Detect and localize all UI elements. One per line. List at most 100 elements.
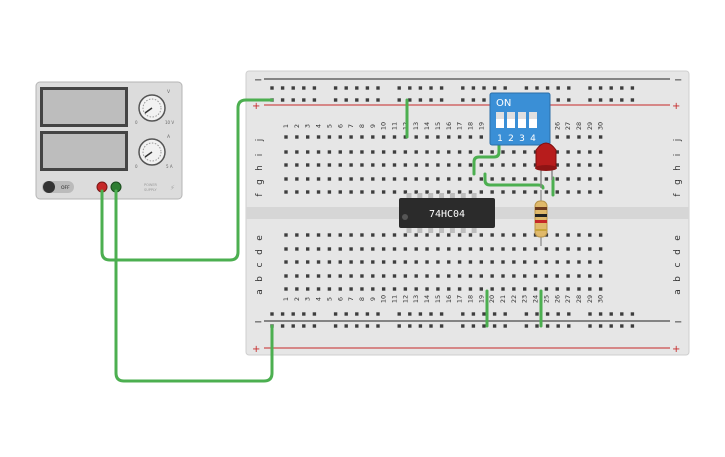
wire-negative-to-bottom-rail[interactable]: [114, 189, 274, 383]
dip-lever-1[interactable]: [496, 112, 504, 128]
bottom-rail-plus-hole[interactable]: [408, 324, 412, 328]
hole-e8[interactable]: [360, 233, 364, 237]
hole-g23[interactable]: [523, 177, 527, 181]
hole-e28[interactable]: [577, 233, 581, 237]
hole-e13[interactable]: [414, 233, 418, 237]
top-rail-plus-hole[interactable]: [620, 98, 624, 102]
resistor-body[interactable]: [534, 200, 548, 238]
hole-b10[interactable]: [381, 274, 386, 278]
top-rail-plus-hole[interactable]: [429, 98, 433, 102]
bottom-rail-minus-hole[interactable]: [376, 312, 380, 316]
hole-f30[interactable]: [598, 190, 603, 194]
hole-j14[interactable]: [425, 135, 429, 139]
bottom-rail-minus-hole[interactable]: [365, 312, 370, 316]
hole-b7[interactable]: [349, 274, 353, 278]
bottom-rail-minus-hole[interactable]: [312, 312, 317, 316]
top-rail-plus-hole[interactable]: [418, 98, 423, 102]
top-rail-minus-hole[interactable]: [620, 86, 624, 90]
bottom-rail-plus-hole[interactable]: [535, 324, 539, 328]
hole-b23[interactable]: [523, 274, 527, 278]
hole-i5[interactable]: [327, 150, 332, 154]
bottom-rail-minus-hole[interactable]: [439, 312, 444, 316]
hole-c17[interactable]: [457, 260, 462, 264]
hole-d10[interactable]: [381, 247, 386, 251]
hole-g22[interactable]: [512, 177, 516, 181]
hole-d6[interactable]: [338, 247, 342, 251]
hole-b26[interactable]: [555, 274, 559, 278]
hole-b4[interactable]: [316, 274, 321, 278]
hole-h19[interactable]: [479, 163, 483, 167]
hole-a23[interactable]: [523, 287, 527, 291]
hole-a3[interactable]: [306, 287, 310, 291]
hole-a29[interactable]: [588, 287, 592, 291]
bottom-rail-plus-hole[interactable]: [461, 324, 465, 328]
hole-j13[interactable]: [414, 135, 418, 139]
top-rail-minus-hole[interactable]: [461, 86, 465, 90]
hole-c13[interactable]: [414, 260, 418, 264]
hole-j8[interactable]: [360, 135, 364, 139]
bottom-rail-plus-hole[interactable]: [588, 324, 592, 328]
hole-c24[interactable]: [533, 260, 538, 264]
hole-h2[interactable]: [295, 163, 299, 167]
hole-c19[interactable]: [479, 260, 483, 264]
hole-d27[interactable]: [566, 247, 570, 251]
hole-g9[interactable]: [371, 177, 375, 181]
bottom-rail-minus-hole[interactable]: [280, 312, 285, 316]
bottom-rail-minus-hole[interactable]: [397, 312, 401, 316]
hole-h26[interactable]: [555, 163, 559, 167]
hole-i14[interactable]: [425, 150, 429, 154]
top-rail-minus-hole[interactable]: [609, 86, 613, 90]
hole-d8[interactable]: [360, 247, 364, 251]
hole-h7[interactable]: [349, 163, 353, 167]
top-rail-minus-hole[interactable]: [524, 86, 529, 90]
hole-c22[interactable]: [512, 260, 516, 264]
hole-g16[interactable]: [447, 177, 451, 181]
top-rail-minus-hole[interactable]: [333, 86, 338, 90]
hole-b16[interactable]: [447, 274, 451, 278]
hole-h28[interactable]: [577, 163, 581, 167]
hole-b3[interactable]: [306, 274, 310, 278]
hole-i26[interactable]: [555, 150, 559, 154]
hole-d7[interactable]: [349, 247, 353, 251]
hole-f5[interactable]: [327, 190, 332, 194]
hole-b30[interactable]: [598, 274, 603, 278]
hole-j4[interactable]: [316, 135, 321, 139]
hole-c15[interactable]: [436, 260, 440, 264]
hole-j27[interactable]: [566, 135, 570, 139]
hole-e1[interactable]: [284, 233, 288, 237]
top-rail-plus-hole[interactable]: [461, 98, 465, 102]
hole-a2[interactable]: [295, 287, 299, 291]
bottom-rail-minus-hole[interactable]: [567, 312, 571, 316]
bottom-rail-minus-hole[interactable]: [333, 312, 338, 316]
hole-e14[interactable]: [425, 233, 429, 237]
hole-f3[interactable]: [306, 190, 310, 194]
bottom-rail-minus-hole[interactable]: [524, 312, 529, 316]
hole-i19[interactable]: [479, 150, 483, 154]
top-rail-minus-hole[interactable]: [344, 86, 348, 90]
hole-e22[interactable]: [512, 233, 516, 237]
bottom-rail-minus-hole[interactable]: [461, 312, 465, 316]
hole-g13[interactable]: [414, 177, 418, 181]
top-rail-minus-hole[interactable]: [556, 86, 560, 90]
bottom-rail-minus-hole[interactable]: [408, 312, 412, 316]
hole-e2[interactable]: [295, 233, 299, 237]
hole-i12[interactable]: [403, 150, 408, 154]
bottom-rail-plus-hole[interactable]: [503, 324, 507, 328]
hole-d16[interactable]: [447, 247, 451, 251]
bottom-rail-minus-hole[interactable]: [471, 312, 476, 316]
top-rail-minus-hole[interactable]: [408, 86, 412, 90]
dip-switch-levers[interactable]: [496, 112, 537, 128]
hole-i4[interactable]: [316, 150, 321, 154]
bottom-rail-plus-hole[interactable]: [429, 324, 433, 328]
bottom-rail-plus-hole[interactable]: [312, 324, 317, 328]
hole-d20[interactable]: [490, 247, 494, 251]
hole-g11[interactable]: [392, 177, 397, 181]
hole-b19[interactable]: [479, 274, 483, 278]
hole-f19[interactable]: [479, 190, 483, 194]
top-rail-plus-hole[interactable]: [397, 98, 401, 102]
hole-f8[interactable]: [360, 190, 364, 194]
hole-c10[interactable]: [381, 260, 386, 264]
hole-f22[interactable]: [512, 190, 516, 194]
hole-i17[interactable]: [457, 150, 462, 154]
hole-g25[interactable]: [544, 177, 549, 181]
